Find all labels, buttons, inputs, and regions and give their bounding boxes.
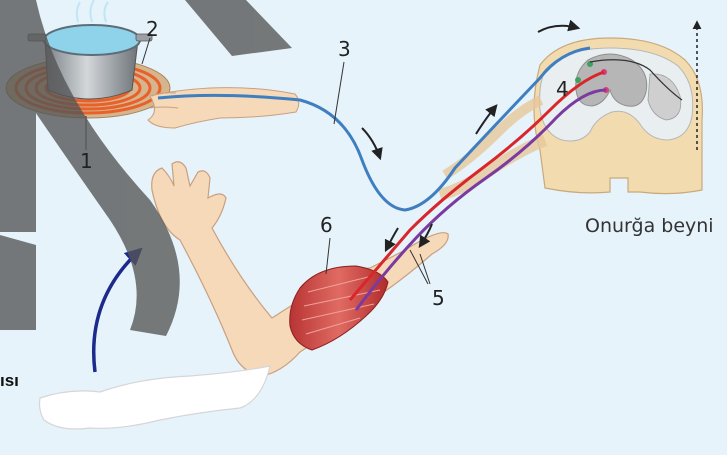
label-6: 6 xyxy=(320,213,333,237)
label-2: 2 xyxy=(146,17,159,41)
muscle-icon xyxy=(290,266,388,350)
arrow-icon xyxy=(362,128,380,158)
label-1: 1 xyxy=(80,149,93,173)
label-4: 4 xyxy=(556,77,569,101)
partial-caption: ısı xyxy=(0,371,19,390)
arrow-icon xyxy=(476,106,496,134)
faded-arm-icon xyxy=(40,366,271,429)
label-5: 5 xyxy=(432,286,445,310)
arrow-icon xyxy=(538,26,578,32)
sensory-nerve xyxy=(158,48,590,210)
label-3: 3 xyxy=(338,37,351,61)
upper-hand-icon xyxy=(148,88,299,128)
spinal-cord-label: Onurğa beyni xyxy=(585,215,714,237)
